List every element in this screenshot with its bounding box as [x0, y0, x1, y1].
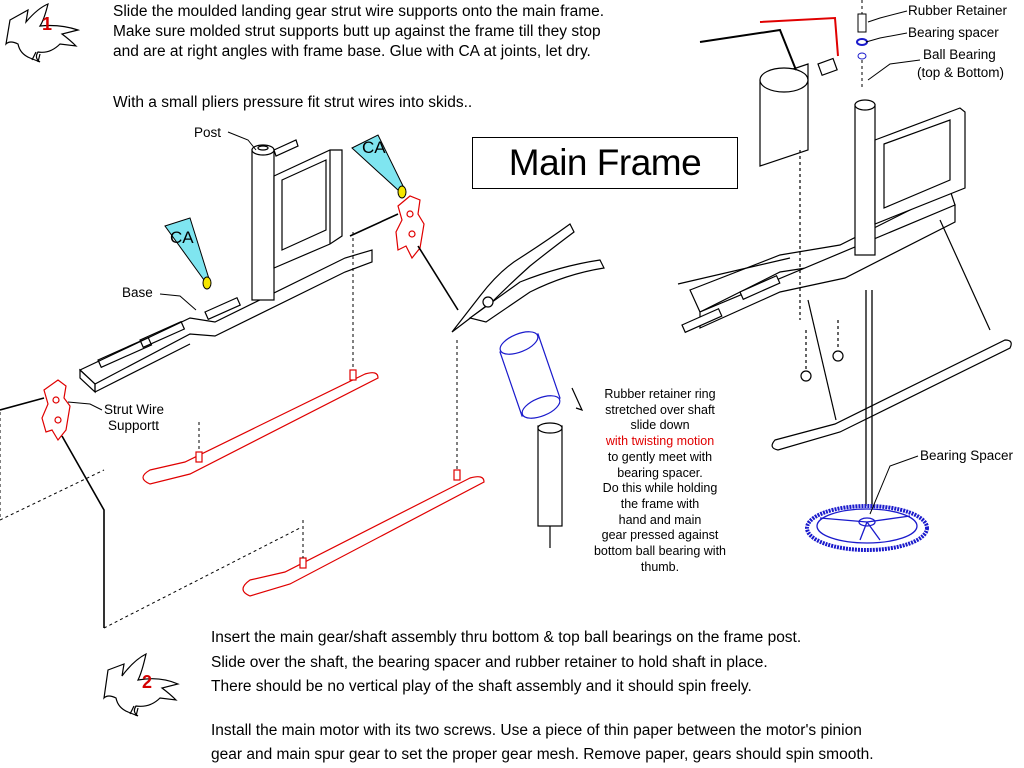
step-1-extra: With a small pliers pressure fit strut w…: [113, 94, 473, 111]
note-line-highlight: with twisting motion: [605, 434, 715, 449]
strut-support-right: [395, 195, 425, 260]
label-ball-bearing-2: (top & Bottom): [917, 65, 1005, 80]
note-line: Rubber retainer ring: [604, 387, 716, 401]
label-strut-2: Supportt: [108, 418, 160, 433]
note-line: bearing spacer.: [617, 465, 703, 480]
step-2-line-2: Slide over the shaft, the bearing spacer…: [211, 654, 768, 671]
label-base: Base: [122, 285, 153, 300]
step-2-line-3: There should be no vertical play of the …: [211, 678, 752, 695]
retainer-note: Rubber retainer ring stretched over shaf…: [580, 387, 740, 575]
page-title: Main Frame: [472, 137, 738, 189]
label-bearing-spacer-bottom: Bearing Spacer: [920, 448, 1014, 463]
left-main-frame: [78, 139, 373, 394]
main-gear: [805, 290, 929, 552]
step-1-number: 1: [42, 14, 53, 34]
note-line: the frame with: [620, 496, 700, 511]
skid-lower: [242, 469, 485, 597]
retainer-shaft-illustration: [499, 331, 584, 548]
label-ca-right: CA: [362, 138, 386, 157]
step-2-number: 2: [142, 672, 153, 692]
step-2-line-4: Install the main motor with its two scre…: [211, 722, 862, 739]
ca-drop-left: [164, 217, 212, 290]
note-line: stretched over shaft: [605, 402, 715, 417]
strut-support-left: [41, 379, 71, 442]
label-rubber-retainer: Rubber Retainer: [908, 3, 1008, 18]
note-line: slide down: [630, 418, 690, 433]
note-line: to gently meet with: [607, 449, 713, 464]
skid-guides: [198, 232, 458, 558]
step-1-line-3: and are at right angles with frame base.…: [113, 43, 591, 60]
ca-drop-right: [351, 134, 407, 199]
note-line: Do this while holding: [602, 481, 718, 496]
label-ca-left: CA: [170, 228, 194, 247]
skid-upper: [142, 369, 379, 485]
label-strut-1: Strut Wire: [104, 402, 165, 417]
leader-lines: [67, 10, 921, 515]
bird-icon-1: [5, 3, 81, 63]
motor-wires: [699, 16, 839, 71]
label-post: Post: [194, 125, 222, 140]
step-2-line-5: gear and main spur gear to set the prope…: [211, 746, 874, 763]
note-line: gear pressed against: [601, 528, 719, 543]
step-2-line-1: Insert the main gear/shaft assembly thru…: [211, 629, 802, 646]
strut-wires-left: [0, 213, 459, 629]
note-line: bottom ball bearing with: [593, 544, 727, 559]
right-main-frame: [681, 57, 966, 334]
label-bearing-spacer-top: Bearing spacer: [908, 25, 999, 40]
top-bearing-stack: [856, 0, 868, 90]
step-1-line-2: Make sure molded strut supports butt up …: [113, 23, 601, 40]
right-skids: [677, 219, 1012, 451]
note-line: hand and main: [618, 512, 702, 527]
step-1-line-1: Slide the moulded landing gear strut wir…: [113, 3, 605, 20]
bird-icon-2: [103, 652, 180, 717]
pliers-icon: [451, 223, 605, 333]
label-ball-bearing-1: Ball Bearing: [923, 47, 996, 62]
note-line: thumb.: [640, 559, 680, 574]
